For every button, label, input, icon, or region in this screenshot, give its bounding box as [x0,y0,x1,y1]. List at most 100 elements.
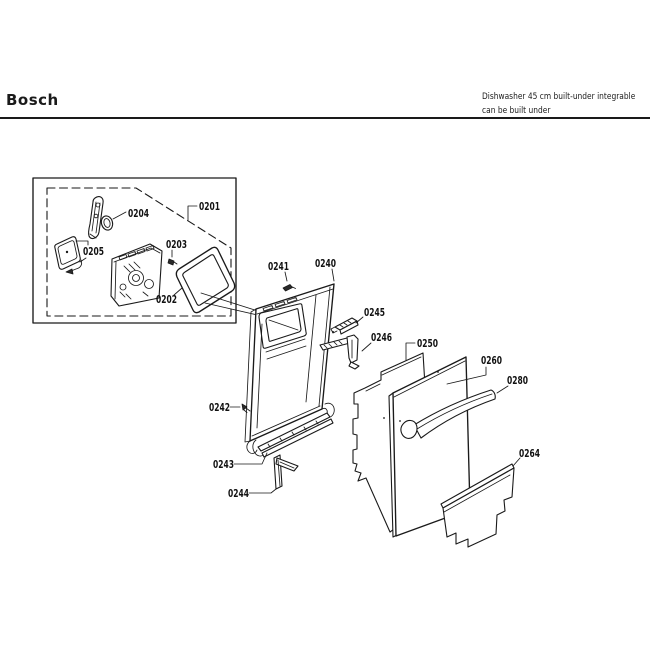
module-cam-wheel [128,270,144,286]
inner-door-side-face [244,308,257,443]
clip-ribs [330,320,352,334]
screw-body [282,284,293,292]
ring-inner [103,218,111,228]
part-0264-base-panel [440,463,515,548]
frame-outer [175,246,236,314]
brand-logo-text: Bosch [6,91,59,109]
callout-0245: 0245 [364,306,385,319]
inset-dashed-boundary [46,187,232,317]
frame-inner [182,254,229,306]
callout-0243: 0243 [213,458,234,471]
plate-dot [65,250,69,254]
callout-0242: 0242 [209,401,230,414]
window-opening [265,308,302,342]
part-grip-piece [88,196,104,240]
part-0203-fastener [167,258,178,266]
outer-door-dot [399,420,401,422]
model-description-line1: Dishwasher 45 cm built-under integrable [482,92,636,102]
handle-bar-line [416,393,493,430]
callout-0244: 0244 [228,487,249,500]
model-description-line2: can be built under [482,105,551,116]
part-0204-ring [100,215,114,231]
trim-ticks [267,420,319,448]
grip-boss [93,213,99,219]
part-0242-screw [241,403,251,413]
leader-0245 [355,316,364,324]
part-0202-frame [175,246,236,314]
part-0201-control-module [110,243,163,307]
callout-0246: 0246 [371,331,392,344]
plate-inner [57,240,78,265]
module-cam-wheel [144,279,154,289]
callout-0241: 0241 [268,260,289,273]
callout-0204: 0204 [128,207,149,220]
leader-0250 [405,342,416,361]
module-hatch [119,261,149,300]
module-connectors [118,245,155,261]
assembly-locating-lines [200,292,263,317]
module-cam-hub [132,274,140,282]
insulation-edge-line [365,356,422,392]
insulation-dot [383,417,385,419]
leader-0246 [361,342,372,352]
fastener-body [167,258,175,266]
window-recess [258,303,307,349]
part-0245-clip [330,317,359,335]
bracket-foot [348,361,360,370]
callouts: 0201 0204 0205 0203 0202 0241 0240 0245 … [75,200,540,500]
header-divider [0,117,650,119]
base-panel-body [442,467,515,548]
callout-0264: 0264 [519,447,540,460]
clip-arrow-head [65,268,74,275]
module-outline [110,243,163,307]
ring-outer [100,215,114,231]
part-0246-bracket [319,334,360,370]
grip-boss [95,202,101,208]
callout-0240: 0240 [315,257,336,270]
inner-door-vent-slots [262,297,298,312]
leader-0205 [75,240,89,263]
leader-0241 [284,271,288,282]
callout-0260: 0260 [481,354,502,367]
clip-dot [332,331,334,333]
callout-0202: 0202 [156,293,177,306]
leader-0202 [173,287,183,296]
bracket-leg [346,334,359,364]
inset-outer-border [32,177,237,324]
model-description: Dishwasher 45 cm built-under integrable … [482,91,635,118]
callout-0205: 0205 [83,245,104,258]
clip-front-face [339,320,359,335]
screw-head [241,403,248,411]
trim-end-hooks [252,402,335,457]
callout-0201: 0201 [199,200,220,213]
screw-tip [292,286,296,289]
part-0260-outer-door-panel [388,356,471,538]
control-panel-inset-box [32,177,237,324]
trim-lower-band [261,418,334,458]
leader-0260 [446,366,487,385]
bracket-hatch [323,340,343,349]
base-panel-line [443,474,511,513]
outer-door-top-line [393,360,466,398]
bracket-lines [277,459,295,487]
handle-end-cap [400,419,418,439]
part-0241-screw [282,284,296,292]
outer-door-dot [437,371,439,373]
callout-0203: 0203 [166,238,187,251]
part-0205-plate [54,236,83,275]
part-0243-bottom-trim [252,402,335,458]
leader-0280 [496,385,509,394]
leader-0240 [331,268,335,282]
callout-0280: 0280 [507,374,528,387]
window-details [265,319,307,360]
part-0244-bracket [273,454,299,490]
leader-0204 [112,211,127,220]
handle-bar [413,389,496,439]
leader-0244 [248,488,277,494]
callout-0250: 0250 [417,337,438,350]
leader-0243 [233,452,268,465]
part-0280-door-handle [400,389,496,439]
screw-thread [243,407,251,413]
